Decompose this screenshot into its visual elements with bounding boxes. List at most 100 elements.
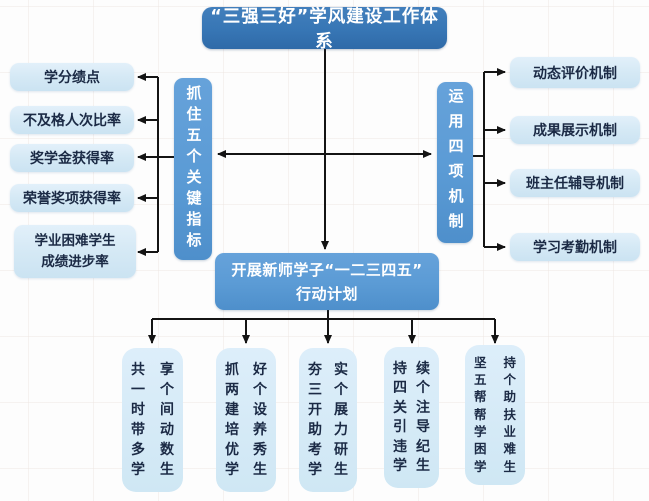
pair-char: 力 bbox=[334, 422, 348, 438]
left-panel-label: 抓住五个关键指标 bbox=[174, 78, 212, 260]
pair-char: 扶 bbox=[503, 406, 516, 422]
pair-char: 夯 bbox=[308, 362, 322, 378]
pair-row: 两个 bbox=[225, 383, 267, 397]
mechanism-item: 成果展示机制 bbox=[510, 116, 640, 144]
pair-row: 违纪 bbox=[393, 440, 430, 454]
pair-char: 学 bbox=[474, 458, 487, 474]
pair-char: 研 bbox=[334, 442, 348, 458]
indicator-item: 奖学金获得率 bbox=[10, 144, 134, 172]
pair-char: 间 bbox=[160, 402, 174, 418]
pair-char: 生 bbox=[160, 462, 174, 478]
pair-row: 四个 bbox=[393, 381, 430, 395]
pair-char: 引 bbox=[393, 419, 407, 436]
pair-char: 帮 bbox=[474, 389, 487, 405]
pair-char: 优 bbox=[225, 442, 239, 458]
pair-char: 困 bbox=[474, 441, 487, 457]
pair-char: 开 bbox=[308, 402, 322, 418]
pair-char: 养 bbox=[253, 422, 267, 438]
pair-char: 享 bbox=[160, 362, 174, 378]
pair-row: 多数 bbox=[131, 443, 174, 457]
pair-row: 学生 bbox=[225, 463, 267, 477]
pair-row: 坚持 bbox=[474, 354, 516, 370]
indicator-item: 不及格人次比率 bbox=[10, 106, 134, 134]
pair-char: 数 bbox=[160, 442, 174, 458]
pair-char: 助 bbox=[308, 422, 322, 438]
pair-row: 五个 bbox=[474, 374, 516, 387]
pair-char: 多 bbox=[131, 442, 145, 458]
pair-char: 个 bbox=[334, 382, 348, 398]
pair-char: 注 bbox=[416, 399, 430, 416]
pair-row: 帮扶 bbox=[474, 406, 516, 422]
system-title: “三强三好”学风建设工作体系 bbox=[202, 7, 447, 52]
pair-char: 生 bbox=[503, 458, 516, 474]
pair-char: 生 bbox=[334, 462, 348, 478]
pair-row: 夯实 bbox=[308, 363, 348, 377]
pair-char: 建 bbox=[225, 402, 239, 418]
pair-char: 续 bbox=[416, 360, 430, 377]
pair-row: 学生 bbox=[474, 458, 516, 474]
pair-row: 持续 bbox=[393, 362, 430, 376]
pair-char: 关 bbox=[393, 399, 407, 416]
pair-row: 一个 bbox=[131, 383, 174, 397]
pair-char: 共 bbox=[131, 362, 145, 378]
mechanism-item: 动态评价机制 bbox=[510, 57, 640, 88]
pair-char: 学 bbox=[393, 458, 407, 475]
pair-char: 生 bbox=[416, 458, 430, 475]
pair-char: 个 bbox=[253, 382, 267, 398]
right-panel-label: 运用四项机制 bbox=[437, 82, 473, 243]
pair-char: 个 bbox=[503, 372, 516, 388]
pair-char: 带 bbox=[131, 422, 145, 438]
pair-row: 帮助 bbox=[474, 391, 516, 404]
pair-char: 个 bbox=[416, 380, 430, 397]
pair-row: 开展 bbox=[308, 403, 348, 417]
indicator-item: 学业困难学生 成绩进步率 bbox=[14, 225, 136, 278]
pair-row: 学生 bbox=[308, 463, 348, 477]
pair-char: 持 bbox=[503, 354, 516, 370]
pair-row: 共享 bbox=[131, 363, 174, 377]
pair-char: 坚 bbox=[474, 354, 487, 370]
pair-row: 引导 bbox=[393, 420, 430, 434]
pair-char: 持 bbox=[393, 360, 407, 377]
indicator-item: 学分绩点 bbox=[10, 63, 134, 91]
pair-row: 培养 bbox=[225, 423, 267, 437]
pair-char: 实 bbox=[334, 362, 348, 378]
pair-char: 生 bbox=[253, 462, 267, 478]
pair-row: 助力 bbox=[308, 423, 348, 437]
pair-char: 时 bbox=[131, 402, 145, 418]
pair-char: 纪 bbox=[416, 438, 430, 455]
pair-char: 导 bbox=[416, 419, 430, 436]
pair-char: 秀 bbox=[253, 442, 267, 458]
pair-char: 违 bbox=[393, 438, 407, 455]
pair-char: 展 bbox=[334, 402, 348, 418]
pair-char: 四 bbox=[393, 380, 407, 397]
pair-char: 抓 bbox=[225, 362, 239, 378]
pair-row: 考研 bbox=[308, 443, 348, 457]
pair-char: 学 bbox=[225, 462, 239, 478]
pair-row: 建设 bbox=[225, 403, 267, 417]
pair-char: 学 bbox=[308, 462, 322, 478]
pair-char: 考 bbox=[308, 442, 322, 458]
pair-char: 两 bbox=[225, 382, 239, 398]
pair-row: 时间 bbox=[131, 403, 174, 417]
action-group-3: 夯实三个开展助力考研学生 bbox=[299, 348, 357, 492]
action-plan-title: 开展新师学子“一二三四五” 行动计划 bbox=[215, 253, 439, 310]
pair-row: 学生 bbox=[131, 463, 174, 477]
indicator-item: 荣誉奖项获得率 bbox=[10, 184, 134, 212]
pair-row: 抓好 bbox=[225, 363, 267, 377]
mechanism-item: 班主任辅导机制 bbox=[510, 169, 640, 197]
mechanism-item: 学习考勤机制 bbox=[510, 233, 640, 261]
pair-char: 好 bbox=[253, 362, 267, 378]
pair-char: 设 bbox=[253, 402, 267, 418]
pair-char: 培 bbox=[225, 422, 239, 438]
pair-char: 三 bbox=[308, 382, 322, 398]
pair-row: 学生 bbox=[393, 459, 430, 473]
pair-char: 帮 bbox=[474, 406, 487, 422]
pair-char: 个 bbox=[160, 382, 174, 398]
pair-char: 一 bbox=[131, 382, 145, 398]
pair-row: 三个 bbox=[308, 383, 348, 397]
pair-row: 关注 bbox=[393, 401, 430, 415]
pair-row: 学业 bbox=[474, 426, 516, 439]
pair-row: 带动 bbox=[131, 423, 174, 437]
action-group-5: 坚持五个帮助帮扶学业困难学生 bbox=[465, 345, 525, 485]
